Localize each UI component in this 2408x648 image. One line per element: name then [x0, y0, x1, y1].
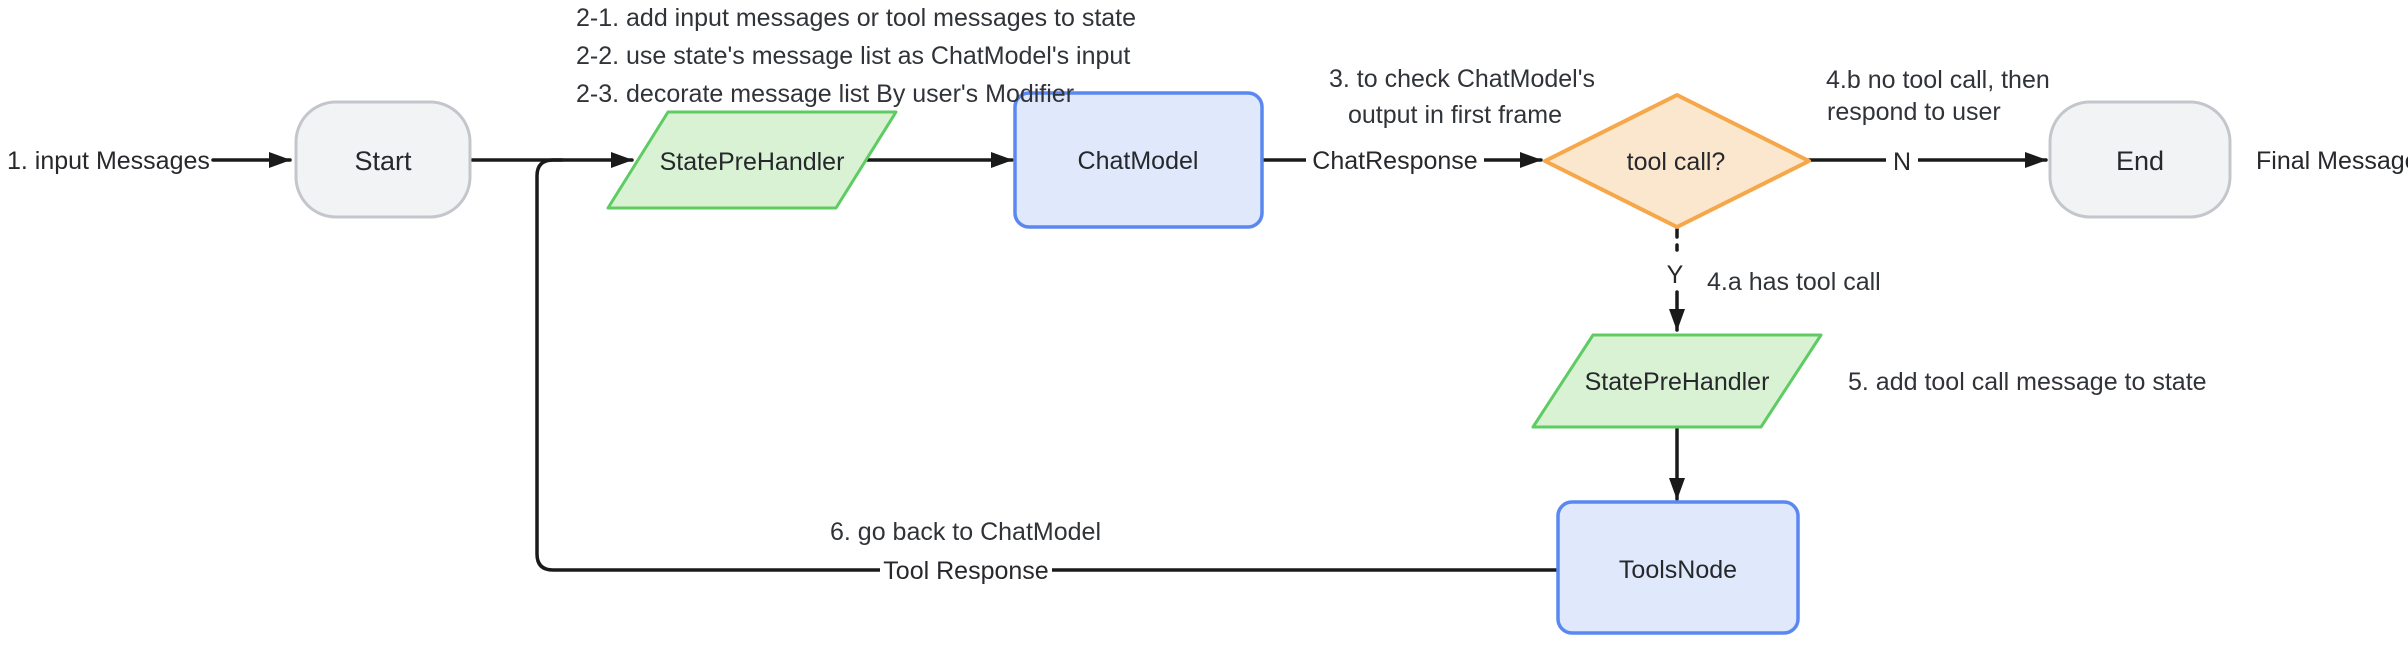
- start-node: [294, 100, 472, 219]
- stateprehandler-top-node: [606, 110, 898, 210]
- annotation-step5: 5. add tool call message to state: [1848, 368, 2207, 396]
- annotation-step2-line2: 2-2. use state's message list as ChatMod…: [576, 42, 1130, 70]
- input-messages-label: 1. input Messages: [7, 147, 210, 175]
- annotation-step3-line2: output in first frame: [1348, 101, 1562, 129]
- n-branch-label: N: [1893, 148, 1911, 176]
- end-node-label: End: [2116, 146, 2164, 176]
- toolsnode-node: [1556, 500, 1800, 635]
- chatresponse-label-bg: [1306, 143, 1484, 177]
- stateprehandler-top-label: StatePreHandler: [660, 148, 845, 176]
- chatmodel-node: [1013, 91, 1264, 229]
- final-message-label: Final Message: [2256, 147, 2408, 175]
- toolsnode-node-label: ToolsNode: [1619, 556, 1737, 584]
- annotation-step4b-line2: respond to user: [1827, 98, 2001, 126]
- annotation-step4a: 4.a has tool call: [1707, 268, 1881, 296]
- toolcall-decision-node: [1543, 93, 1811, 229]
- end-node: [2048, 100, 2232, 219]
- annotation-step3-line1: 3. to check ChatModel's: [1329, 65, 1595, 93]
- annotation-step2-line3: 2-3. decorate message list By user's Mod…: [576, 80, 1074, 108]
- chatmodel-node-label: ChatModel: [1078, 147, 1199, 175]
- stateprehandler-bottom-label: StatePreHandler: [1585, 368, 1770, 396]
- tool-response-label-bg: [880, 553, 1052, 587]
- toolcall-decision-label: tool call?: [1627, 148, 1726, 176]
- annotation-step2-line1: 2-1. add input messages or tool messages…: [576, 4, 1136, 32]
- chatresponse-label: ChatResponse: [1312, 147, 1477, 175]
- n-label-bg: [1886, 143, 1918, 177]
- y-branch-label: Y: [1667, 261, 1684, 289]
- tool-response-label: Tool Response: [883, 557, 1048, 585]
- edge-toolsnode-return-loop: [535, 158, 1560, 572]
- annotation-step4b-line1: 4.b no tool call, then: [1826, 66, 2050, 94]
- stateprehandler-bottom-node: [1531, 333, 1823, 429]
- annotation-step6: 6. go back to ChatModel: [830, 518, 1101, 546]
- start-node-label: Start: [354, 146, 412, 176]
